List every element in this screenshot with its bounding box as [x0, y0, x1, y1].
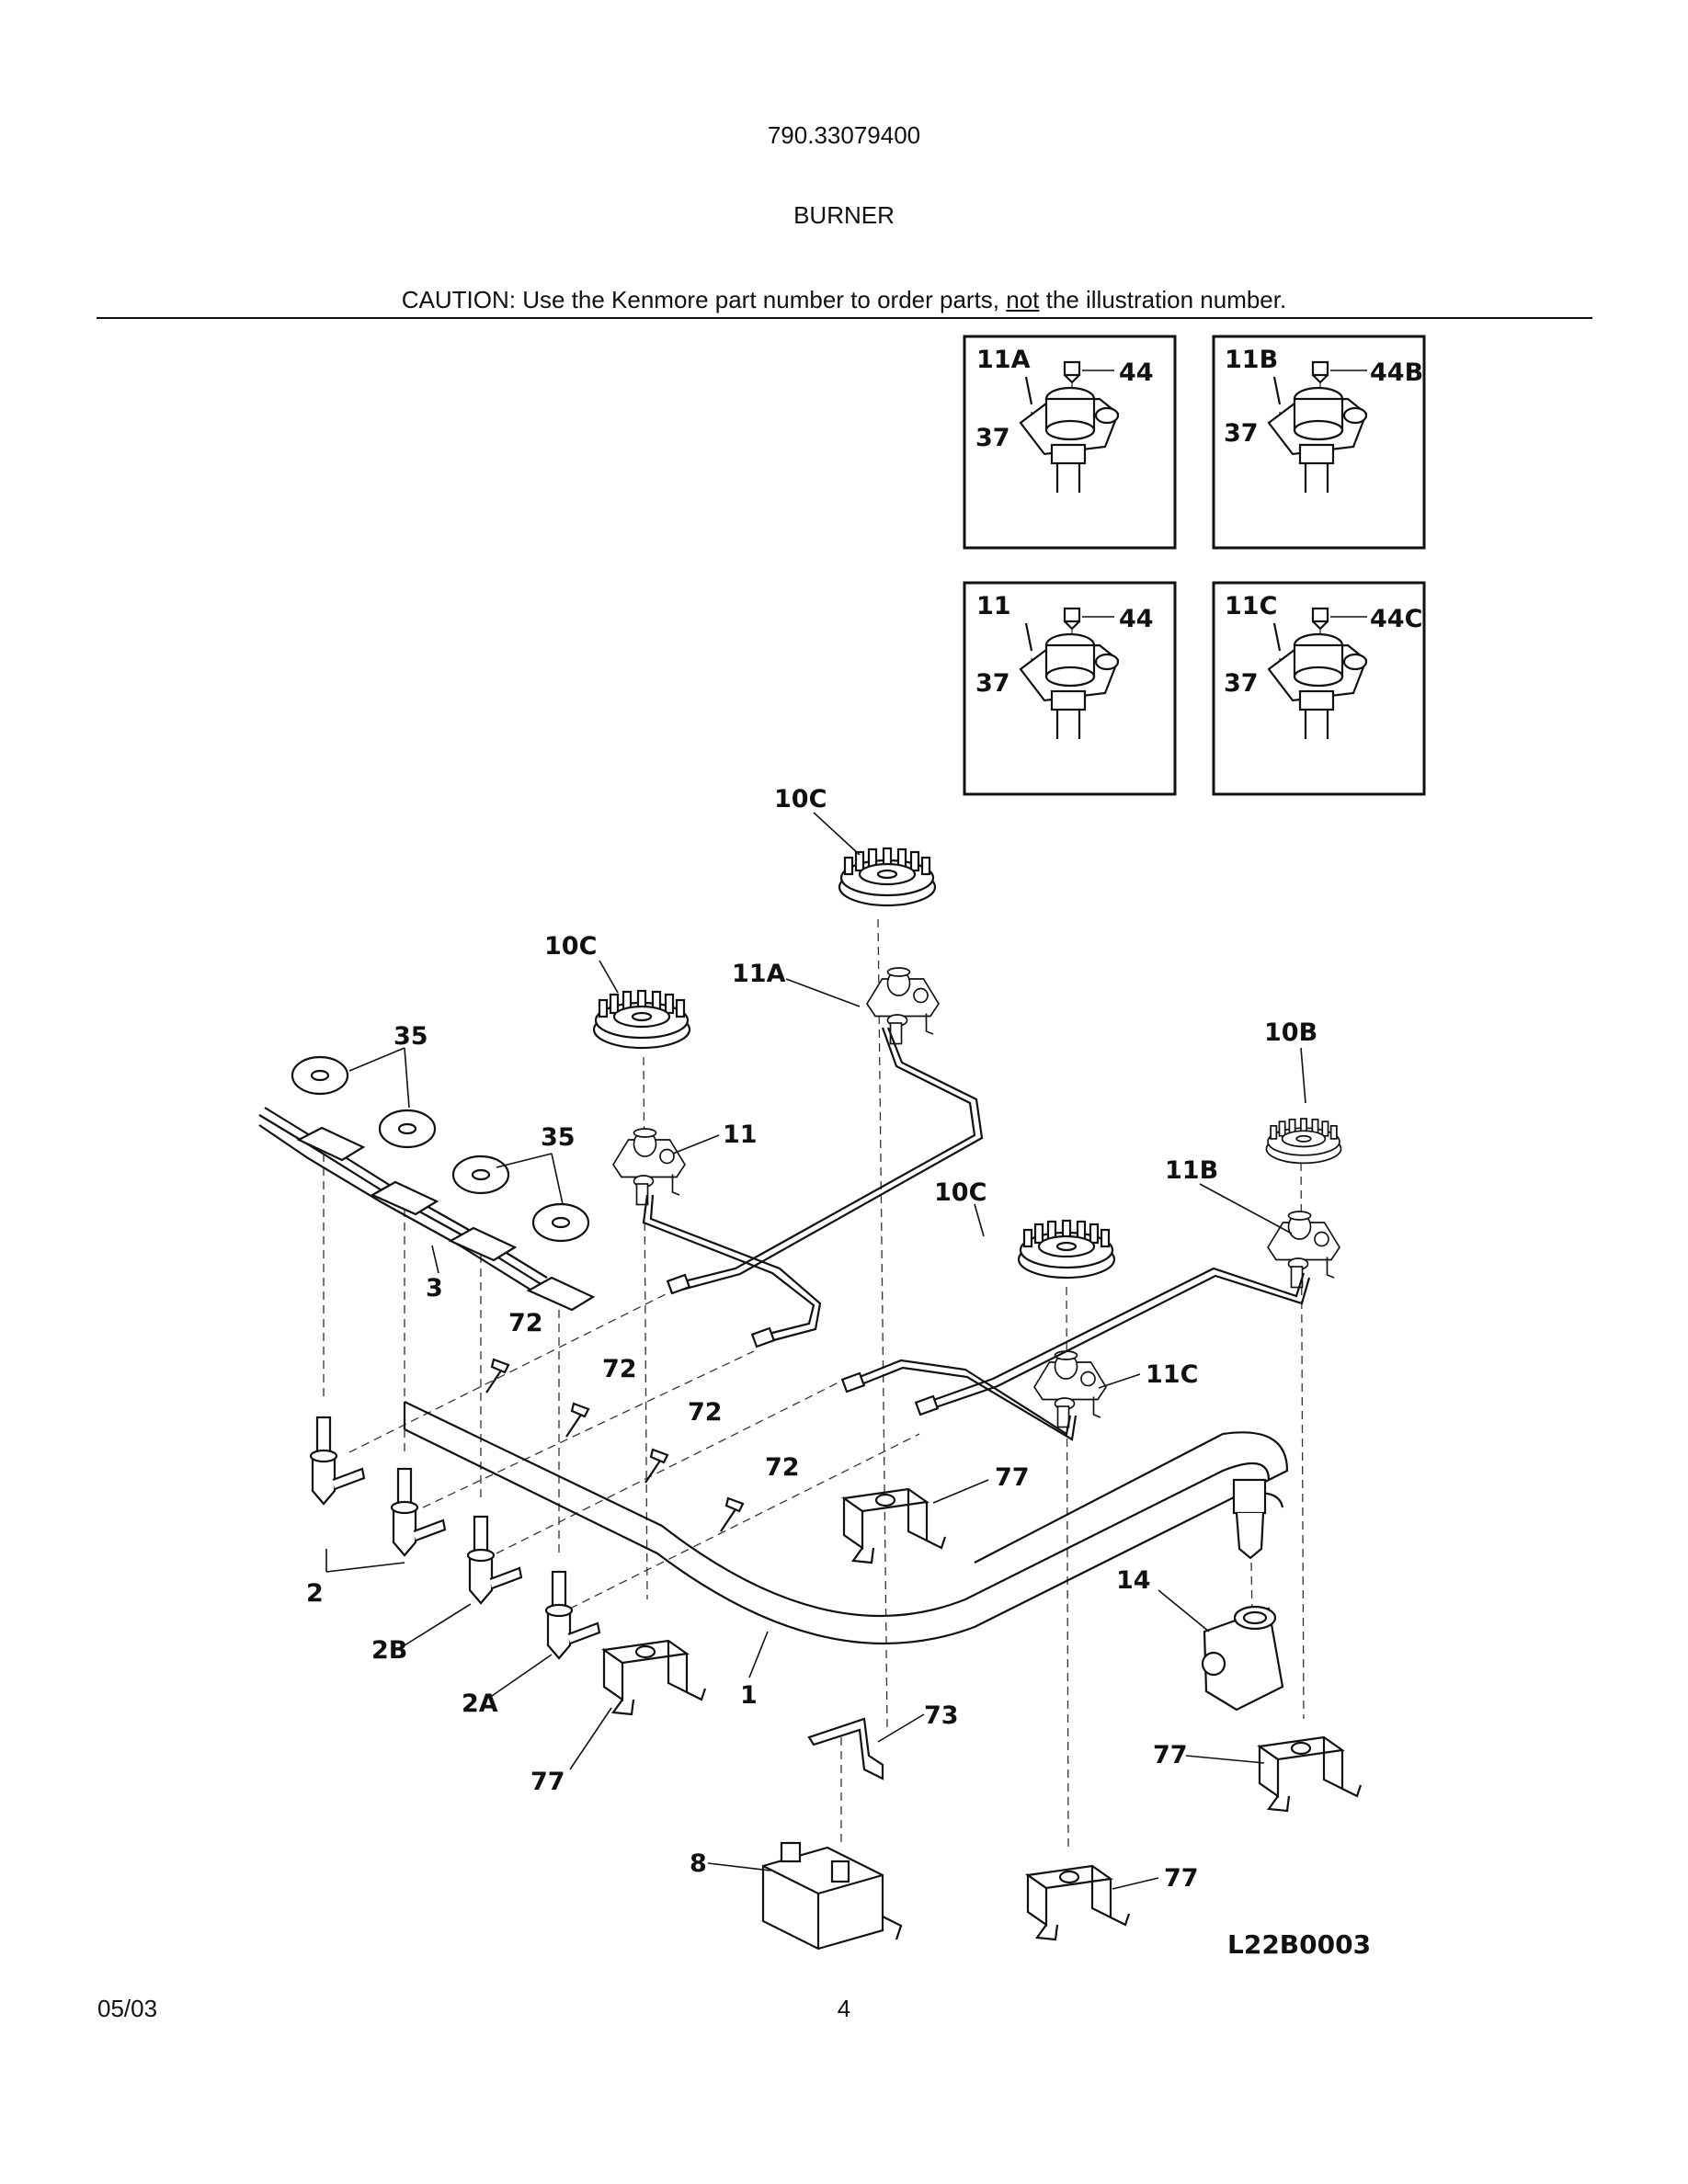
pad-35-b [378, 1109, 437, 1149]
bracket-77-mid [842, 1487, 947, 1564]
inset-label-11: 11 [976, 592, 1011, 620]
inset-burner-11c [1267, 607, 1368, 741]
callout-1: 1 [740, 1681, 758, 1710]
callout-35-top: 35 [393, 1022, 428, 1051]
callout-72-c: 72 [688, 1398, 723, 1427]
caution-note: CAUTION: Use the Kenmore part number to … [0, 286, 1688, 314]
burner-head-10c-mid [1017, 1219, 1116, 1280]
callout-73: 73 [924, 1701, 959, 1730]
inset-burner-11a [1019, 360, 1120, 495]
callout-11c: 11C [1146, 1360, 1198, 1389]
callout-10c-top: 10C [774, 785, 827, 813]
callout-77-bottom: 77 [1164, 1864, 1199, 1893]
callout-77-right: 77 [1153, 1741, 1188, 1769]
section-title: BURNER [793, 201, 895, 229]
callout-35-mid: 35 [541, 1123, 576, 1152]
callout-3: 3 [426, 1274, 443, 1302]
inset-label-44b: 44B [1370, 358, 1423, 387]
callout-11a: 11A [732, 960, 786, 988]
caution-suffix: the illustration number. [1039, 286, 1287, 313]
callout-11b: 11B [1165, 1156, 1218, 1185]
inset-label-37-c: 37 [975, 669, 1010, 698]
inset-label-11b: 11B [1225, 346, 1278, 374]
inset-label-37-b: 37 [1224, 419, 1259, 448]
burner-base-11 [612, 1128, 686, 1206]
inset-label-37-a: 37 [975, 424, 1010, 452]
callout-10c-mid: 10C [934, 1178, 987, 1207]
caution-prefix: CAUTION: Use the Kenmore part number to … [401, 286, 1007, 313]
inset-label-37-d: 37 [1224, 669, 1259, 698]
model-number: 790.33079400 [767, 121, 921, 149]
header-rule [97, 317, 1592, 319]
ignition-harness [258, 1107, 596, 1312]
screw-72-c [644, 1448, 669, 1484]
page-number: 4 [837, 1995, 851, 2022]
callout-72-b: 72 [602, 1355, 637, 1383]
inset-burner-11b [1267, 360, 1368, 495]
callout-77-left: 77 [530, 1768, 565, 1796]
inset-box-11a [963, 335, 1177, 550]
clip-73 [807, 1717, 884, 1780]
callout-10c-left: 10C [544, 932, 597, 961]
inset-label-11a: 11A [976, 346, 1031, 374]
spark-module-8 [761, 1841, 903, 1951]
screw-72-a [485, 1358, 510, 1394]
inset-label-44c: 44C [1370, 605, 1422, 633]
caution-emphasis: not [1006, 286, 1040, 313]
burner-head-10c-top [838, 847, 937, 907]
callout-77-mid: 77 [995, 1463, 1030, 1492]
inset-box-11c [1212, 581, 1426, 796]
gas-tubes [642, 1027, 1311, 1441]
regulator-14 [1201, 1605, 1284, 1712]
bracket-77-left [602, 1639, 707, 1716]
manifold-pipe [403, 1401, 1289, 1645]
inset-label-44: 44 [1119, 358, 1154, 387]
burner-head-10b [1265, 1118, 1342, 1165]
pad-35-d [531, 1202, 590, 1243]
inset-burner-11 [1019, 607, 1120, 741]
valve-2-b [390, 1467, 447, 1557]
callout-2a: 2A [462, 1689, 498, 1718]
pad-35-a [291, 1055, 349, 1096]
callout-10b: 10B [1264, 1018, 1317, 1047]
callout-14: 14 [1116, 1566, 1151, 1595]
callout-8: 8 [690, 1849, 707, 1878]
inset-box-11 [963, 581, 1177, 796]
callout-72-a: 72 [508, 1309, 543, 1337]
valve-2-a [309, 1416, 366, 1506]
callout-72-d: 72 [765, 1453, 800, 1482]
bracket-77-right [1258, 1735, 1363, 1813]
inset-box-11b [1212, 335, 1426, 550]
callout-11: 11 [723, 1120, 758, 1149]
footer-date: 05/03 [97, 1995, 158, 2022]
inset-label-11c: 11C [1225, 592, 1277, 620]
leader-lines [325, 812, 1306, 1890]
valve-2a [544, 1570, 601, 1660]
burner-base-11a [866, 967, 940, 1045]
burner-head-10c-left [592, 989, 691, 1050]
drawing-code: L22B0003 [1227, 1929, 1371, 1960]
callout-2: 2 [306, 1579, 324, 1608]
valve-2b [466, 1515, 523, 1605]
bracket-77-bottom [1026, 1864, 1131, 1941]
screw-72-b [565, 1402, 590, 1439]
screw-72-d [719, 1496, 745, 1533]
callout-2b: 2B [371, 1636, 407, 1665]
inset-label-44-lower: 44 [1119, 605, 1154, 633]
pad-35-c [451, 1155, 510, 1195]
